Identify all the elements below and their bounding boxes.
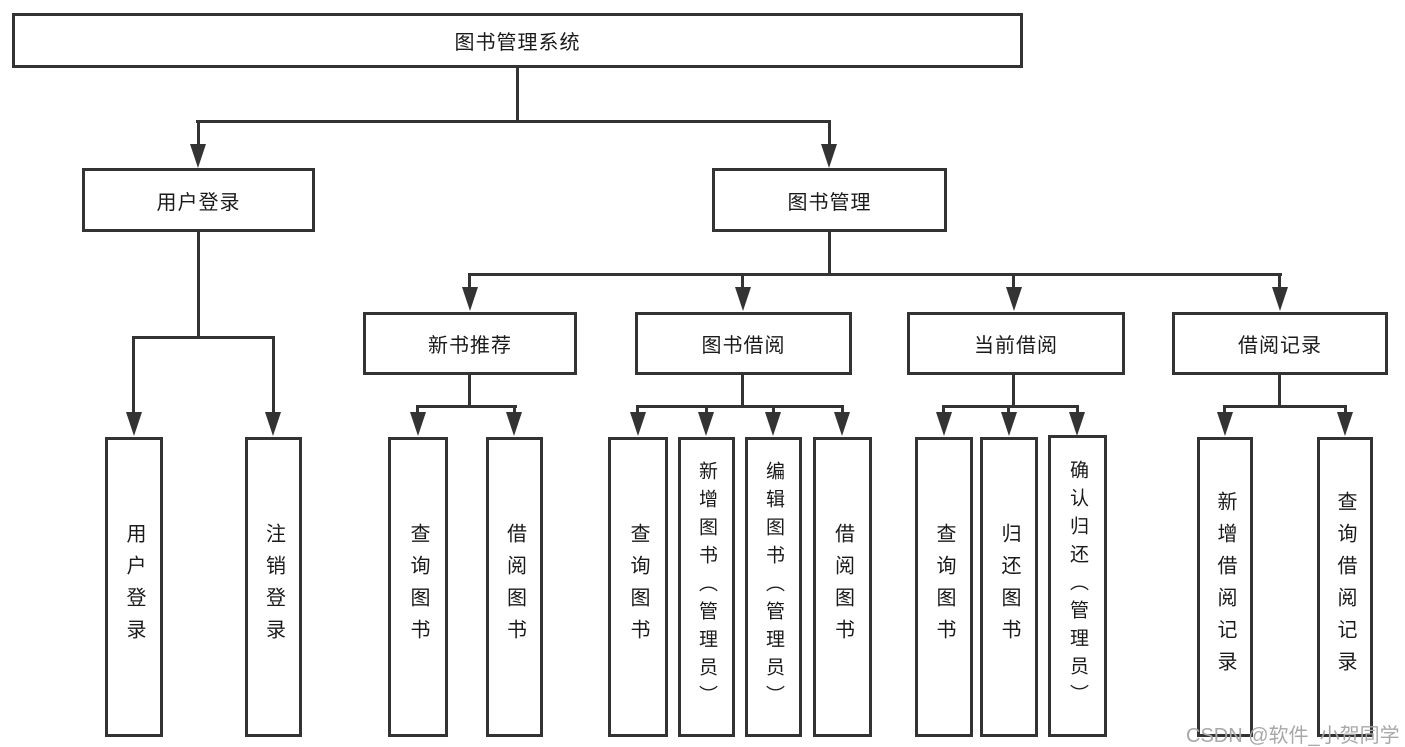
connector-drop-book-borrow: [741, 273, 744, 291]
leaf-label: 新增借阅记录: [1214, 491, 1236, 683]
leaf-logout: 注销登录: [245, 437, 302, 737]
connector-new-book-rec-stem: [468, 374, 471, 407]
connector-book-borrow-stem: [741, 374, 744, 407]
connector-drop-leaf-logout: [272, 336, 275, 414]
leaf-query-books-3: 查询图书: [915, 437, 973, 737]
connector-drop: [513, 405, 516, 415]
connector-drop: [1223, 405, 1226, 415]
connector-drop-user-login: [197, 120, 200, 148]
leaf-label: 用户登录: [123, 523, 145, 651]
connector-drop-new-book-rec: [468, 273, 471, 291]
leaf-query-borrow-record: 查询借阅记录: [1317, 437, 1373, 737]
connector-drop-current-borrow: [1012, 273, 1015, 291]
leaf-query-books-1: 查询图书: [388, 437, 448, 737]
arrowhead-leaf-borrow-books-2: [834, 412, 850, 436]
node-book-borrow: 图书借阅: [635, 312, 852, 375]
connector-drop: [772, 405, 775, 415]
leaf-label: 确认归还（管理员）: [1067, 460, 1088, 712]
node-new-book-rec: 新书推荐: [363, 312, 577, 375]
arrowhead-leaf-query-books-3: [936, 412, 952, 436]
arrowhead-leaf-add-borrow-record: [1217, 412, 1233, 436]
connector-user-login-bus: [132, 336, 275, 339]
leaf-user-login: 用户登录: [105, 437, 163, 737]
leaf-label: 编辑图书（管理员）: [763, 461, 784, 713]
arrowhead-book-mgmt: [821, 144, 837, 168]
leaf-label: 查询图书: [627, 523, 649, 651]
connector-drop: [636, 405, 639, 415]
leaf-edit-book-admin: 编辑图书（管理员）: [745, 437, 802, 737]
leaf-label: 查询图书: [407, 523, 429, 651]
connector-book-mgmt-stem: [828, 231, 831, 275]
node-book-mgmt: 图书管理: [712, 168, 947, 232]
connector-current-borrow-stem: [1012, 374, 1015, 407]
leaf-return-book: 归还图书: [980, 437, 1038, 737]
connector-book-mgmt-bus: [468, 273, 1282, 276]
leaf-label: 新增图书（管理员）: [696, 461, 717, 713]
leaf-borrow-books-2: 借阅图书: [813, 437, 872, 737]
connector-drop: [942, 405, 945, 415]
connector-drop-borrow-records: [1278, 273, 1281, 291]
node-user-login: 用户登录: [82, 168, 315, 232]
connector-drop: [1007, 405, 1010, 415]
arrowhead-book-borrow: [735, 287, 751, 311]
arrowhead-leaf-query-borrow-record: [1337, 412, 1353, 436]
csdn-watermark: CSDN @软件_小贺同学: [1186, 725, 1400, 747]
connector-drop: [705, 405, 708, 415]
arrowhead-leaf-edit-book: [765, 412, 781, 436]
leaf-confirm-return-admin: 确认归还（管理员）: [1048, 435, 1107, 737]
leaf-add-borrow-record: 新增借阅记录: [1197, 437, 1253, 737]
connector-drop: [416, 405, 419, 415]
arrowhead-leaf-logout: [265, 412, 281, 436]
leaf-label: 注销登录: [262, 523, 285, 651]
connector-drop: [1344, 405, 1347, 415]
node-borrow-records: 借阅记录: [1172, 312, 1388, 375]
connector-root-stem: [516, 66, 519, 122]
arrowhead-leaf-borrow-books-1: [506, 412, 522, 436]
arrowhead-leaf-user-login: [126, 412, 142, 436]
connector-drop-leaf-user-login: [132, 336, 135, 414]
leaf-label: 借阅图书: [831, 523, 854, 651]
leaf-add-book-admin: 新增图书（管理员）: [678, 437, 735, 737]
arrowhead-borrow-records: [1272, 287, 1288, 311]
arrowhead-current-borrow: [1006, 287, 1022, 311]
connector-drop: [1076, 405, 1079, 415]
arrowhead-new-book-rec: [462, 287, 478, 311]
connector-book-borrow-bus: [636, 405, 844, 408]
leaf-label: 查询图书: [933, 523, 955, 651]
connector-borrow-records-bus: [1223, 405, 1347, 408]
arrowhead-leaf-return-book: [1001, 412, 1017, 436]
connector-user-login-stem: [197, 231, 200, 338]
node-current-borrow: 当前借阅: [907, 312, 1125, 375]
arrowhead-user-login: [190, 144, 206, 168]
leaf-label: 归还图书: [998, 523, 1020, 651]
connector-drop: [841, 405, 844, 415]
leaf-borrow-books-1: 借阅图书: [486, 437, 543, 737]
arrowhead-leaf-query-books-2: [630, 412, 646, 436]
arrowhead-leaf-confirm-return: [1069, 412, 1085, 436]
arrowhead-leaf-query-books-1: [410, 412, 426, 436]
leaf-query-books-2: 查询图书: [608, 437, 668, 737]
leaf-label: 查询借阅记录: [1334, 491, 1356, 683]
connector-root-bus: [196, 120, 831, 123]
connector-drop-book-mgmt: [828, 120, 831, 148]
arrowhead-leaf-add-book: [698, 412, 714, 436]
connector-borrow-records-stem: [1278, 374, 1281, 407]
node-root: 图书管理系统: [12, 13, 1023, 68]
leaf-label: 借阅图书: [503, 523, 526, 651]
connector-current-borrow-bus: [942, 405, 1079, 408]
connector-new-book-rec-bus: [416, 405, 517, 408]
